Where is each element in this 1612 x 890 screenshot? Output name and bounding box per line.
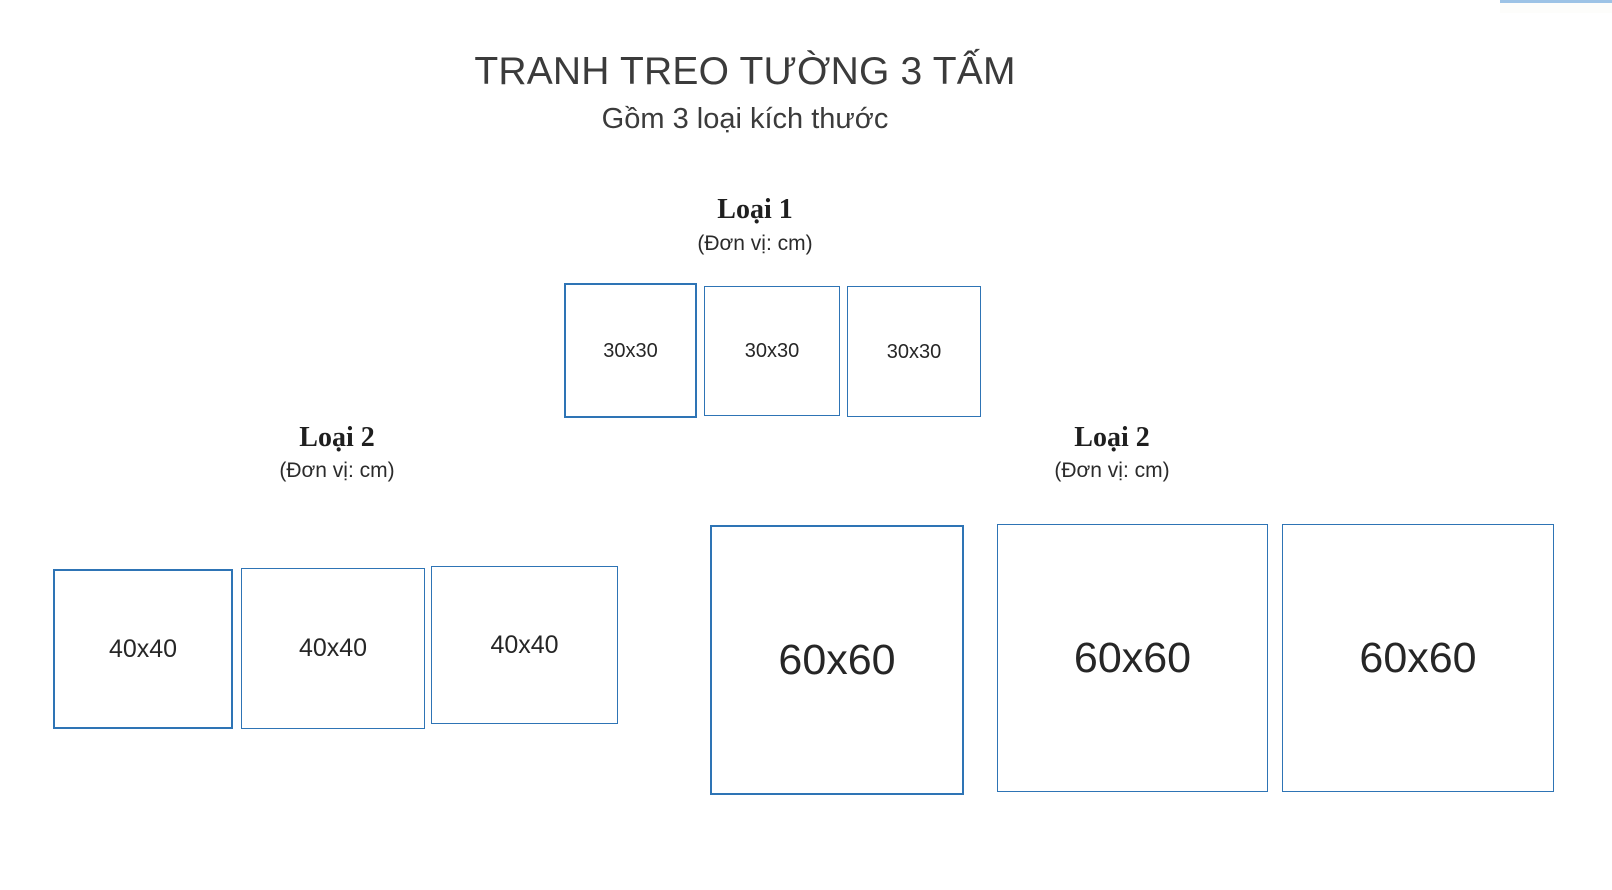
panel-label: 40x40 [490, 630, 559, 659]
panel-loai-2-left-3[interactable]: 40x40 [431, 566, 618, 724]
group-title-loai-2-left: Loại 2 [299, 422, 375, 453]
panel-loai-1-2[interactable]: 30x30 [704, 286, 840, 416]
panel-label: 30x30 [886, 340, 942, 363]
page-title: TRANH TREO TƯỜNG 3 TẤM [474, 50, 1016, 93]
panel-loai-2-left-2[interactable]: 40x40 [241, 568, 425, 729]
group-unit-loai-2-left: (Đơn vị: cm) [279, 459, 395, 482]
panel-label: 40x40 [298, 634, 368, 662]
panel-loai-2-left-1[interactable]: 40x40 [53, 569, 233, 729]
panel-label: 60x60 [778, 635, 896, 684]
group-title-loai-2-right: Loại 2 [1074, 422, 1150, 453]
panel-loai-1-3[interactable]: 30x30 [847, 286, 981, 417]
panel-label: 60x60 [1359, 633, 1477, 682]
top-edge-strip [1500, 0, 1612, 13]
panel-loai-1-1[interactable]: 30x30 [564, 283, 697, 418]
panel-loai-2-right-2[interactable]: 60x60 [997, 524, 1268, 792]
page-subtitle: Gồm 3 loại kích thước [601, 103, 889, 135]
group-unit-loai-1: (Đơn vị: cm) [697, 232, 813, 255]
group-title-loai-1: Loại 1 [717, 194, 793, 225]
panel-loai-2-right-1[interactable]: 60x60 [710, 525, 964, 795]
panel-label: 40x40 [108, 634, 178, 663]
panel-label: 30x30 [603, 339, 658, 362]
panel-label: 30x30 [744, 340, 800, 362]
panel-loai-2-right-3[interactable]: 60x60 [1282, 524, 1554, 792]
panel-label: 60x60 [1073, 633, 1192, 682]
group-unit-loai-2-right: (Đơn vị: cm) [1054, 459, 1170, 482]
